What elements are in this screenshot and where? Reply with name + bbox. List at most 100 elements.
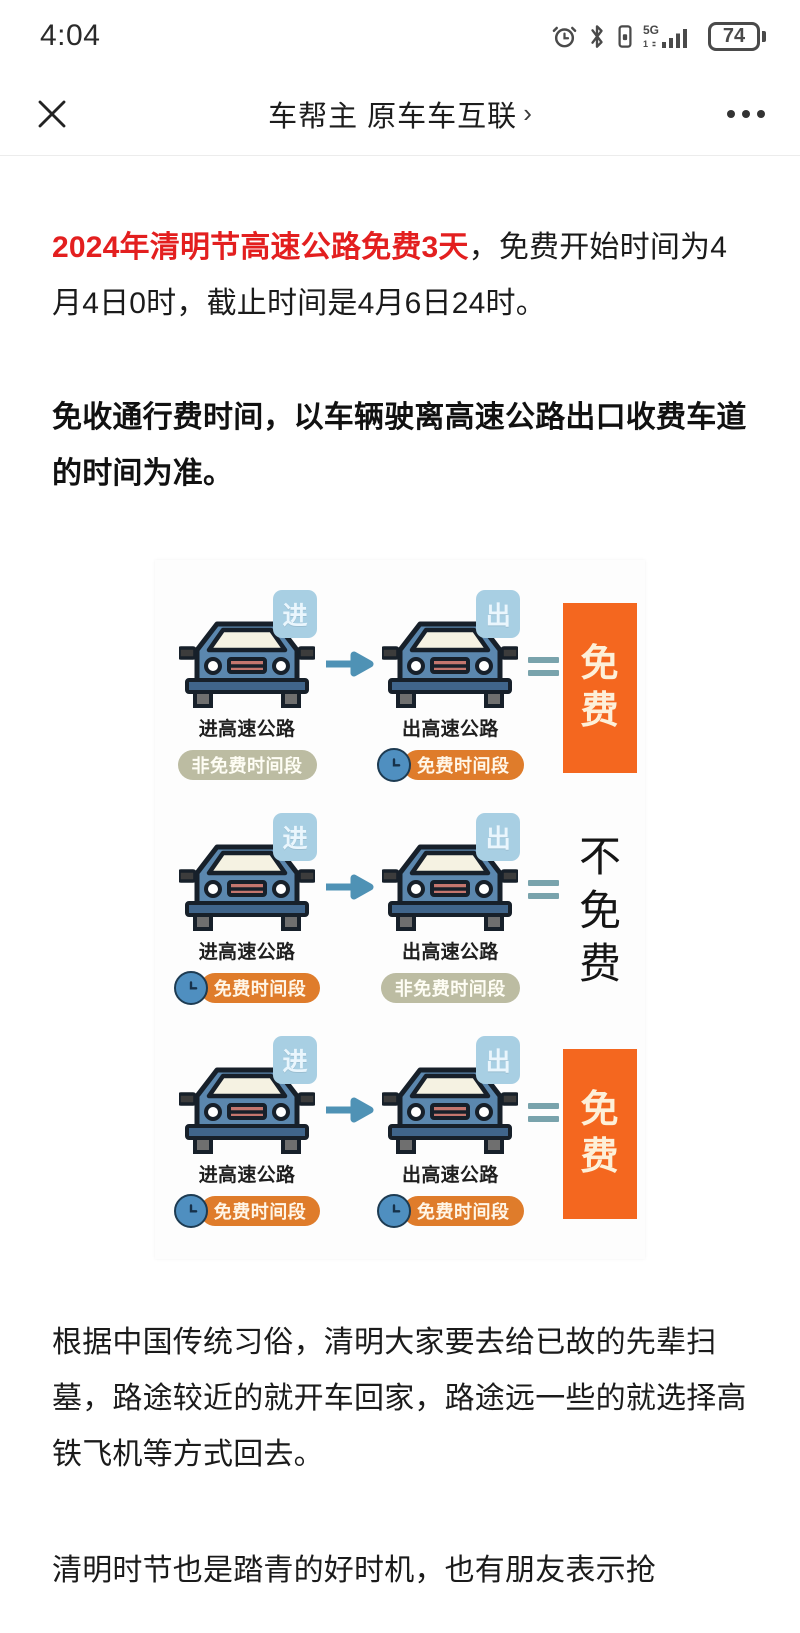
verdict-cell: 免 费 xyxy=(563,1048,637,1219)
enter-flag-icon: 进 xyxy=(273,590,317,638)
clock-icon xyxy=(377,748,412,782)
status-bar: 4:04 xyxy=(0,0,800,72)
signal-5g-icon: 5G 1 xyxy=(643,22,699,51)
exit-status-badge: 免费时间段 xyxy=(376,748,524,782)
exit-caption: 出高速公路 xyxy=(402,719,499,740)
more-dot-icon xyxy=(727,109,735,118)
battery-level: 74 xyxy=(722,25,746,47)
close-icon xyxy=(38,100,66,127)
svg-text:5G: 5G xyxy=(643,23,659,37)
infographic-exit-cell: 出 xyxy=(376,590,524,782)
page-title[interactable]: 车帮主 原车车互联 xyxy=(268,100,518,133)
paragraph-custom: 根据中国传统习俗，清明大家要去给已故的先辈扫墓，路途较近的就开车回家，路途远一些… xyxy=(52,1326,747,1471)
battery-icon: 74 xyxy=(708,21,766,51)
infographic-row: 进 xyxy=(155,576,645,799)
paragraph-outing: 清明时节也是踏青的好时机，也有朋友表示抢 xyxy=(52,1554,656,1587)
infographic-enter-cell: 进 xyxy=(173,813,321,1005)
clock-icon xyxy=(173,971,208,1005)
bluetooth-icon xyxy=(587,23,607,50)
verdict-char: 免 xyxy=(580,643,620,686)
flow-arrow xyxy=(321,874,376,948)
status-icons: 5G 1 74 xyxy=(551,21,766,51)
verdict-char: 免 xyxy=(580,1089,620,1132)
infographic-row: 进 xyxy=(155,799,645,1022)
exit-caption: 出高速公路 xyxy=(402,942,499,963)
vibrate-icon xyxy=(616,23,634,50)
badge-label: 免费时间段 xyxy=(403,750,524,780)
infographic-wrap: 进 xyxy=(52,560,748,1259)
car-icon xyxy=(179,844,315,931)
flow-arrow xyxy=(321,651,376,725)
enter-flag-icon: 进 xyxy=(273,813,317,861)
enter-caption: 进高速公路 xyxy=(198,1165,296,1186)
badge-label: 非免费时间段 xyxy=(380,973,520,1003)
flow-arrow xyxy=(321,1097,376,1171)
car-graphic: 进 xyxy=(173,813,321,935)
alarm-icon xyxy=(551,23,578,50)
badge-label: 免费时间段 xyxy=(199,1196,321,1226)
close-button[interactable] xyxy=(24,86,80,142)
verdict-notfree-text: 不 免 费 xyxy=(563,830,637,991)
paragraph-announcement-rest: ，免费开始时间为4月4日0时，截止时间是4月6日24时。 xyxy=(52,231,728,320)
paragraph-rule: 免收通行费时间，以车辆驶离高速公路出口收费车道的时间为准。 xyxy=(52,401,747,490)
car-graphic: 出 xyxy=(376,813,524,935)
exit-flag-icon: 出 xyxy=(476,590,521,638)
svg-text:1: 1 xyxy=(643,39,648,49)
more-options-button[interactable] xyxy=(718,92,774,136)
car-graphic: 出 xyxy=(376,1036,524,1158)
verdict-char: 免 xyxy=(578,885,621,935)
infographic-exit-cell: 出 xyxy=(376,1036,524,1228)
highlight-text: 2024年清明节高速公路免费3天 xyxy=(52,231,469,264)
enter-caption: 进高速公路 xyxy=(198,719,296,740)
car-graphic: 进 xyxy=(173,590,321,712)
infographic-enter-cell: 进 xyxy=(173,1036,321,1228)
status-clock: 4:04 xyxy=(40,19,101,52)
exit-status-badge: 非免费时间段 xyxy=(376,972,524,1004)
equals-sign xyxy=(524,657,563,718)
exit-caption: 出高速公路 xyxy=(402,1165,499,1186)
car-icon xyxy=(382,844,519,931)
exit-flag-icon: 出 xyxy=(476,813,521,861)
badge-label: 免费时间段 xyxy=(199,973,321,1003)
enter-status-badge: 免费时间段 xyxy=(173,971,321,1005)
infographic-row: 进 xyxy=(155,1022,645,1245)
clock-icon xyxy=(173,1194,208,1228)
infographic-image: 进 xyxy=(155,560,645,1259)
enter-status-badge: 免费时间段 xyxy=(173,1194,321,1228)
verdict-char: 不 xyxy=(578,831,621,881)
arrow-right-icon xyxy=(325,874,374,899)
verdict-free-box: 免 费 xyxy=(563,1048,637,1219)
chevron-right-icon[interactable]: › xyxy=(523,98,532,128)
exit-flag-icon: 出 xyxy=(476,1036,521,1084)
paragraph-announcement: 2024年清明节高速公路免费3天，免费开始时间为4月4日0时，截止时间是4月6日… xyxy=(52,220,748,332)
enter-status-badge: 非免费时间段 xyxy=(173,749,321,781)
enter-flag-icon: 进 xyxy=(273,1036,317,1084)
car-graphic: 出 xyxy=(376,590,524,712)
enter-caption: 进高速公路 xyxy=(198,942,296,963)
more-dot-icon xyxy=(742,109,750,118)
car-icon xyxy=(179,1067,315,1154)
verdict-cell: 免 费 xyxy=(563,602,637,773)
more-dot-icon xyxy=(757,109,765,118)
infographic-enter-cell: 进 xyxy=(173,590,321,781)
equals-sign xyxy=(524,880,563,941)
badge-label: 免费时间段 xyxy=(403,1196,524,1226)
verdict-free-box: 免 费 xyxy=(563,602,637,773)
verdict-char: 费 xyxy=(580,689,620,732)
car-icon xyxy=(382,621,519,708)
app-header: 车帮主 原车车互联 › xyxy=(0,72,800,156)
equals-sign xyxy=(524,1103,563,1164)
verdict-char: 费 xyxy=(580,1135,620,1178)
badge-label: 非免费时间段 xyxy=(177,750,317,780)
exit-status-badge: 免费时间段 xyxy=(376,1194,524,1228)
verdict-cell: 不 免 费 xyxy=(563,830,637,991)
clock-icon xyxy=(377,1194,412,1228)
header-title-wrap: 车帮主 原车车互联 › xyxy=(0,93,800,135)
article-body: 2024年清明节高速公路免费3天，免费开始时间为4月4日0时，截止时间是4月6日… xyxy=(0,220,800,1599)
arrow-right-icon xyxy=(325,651,374,676)
arrow-right-icon xyxy=(325,1097,374,1122)
verdict-char: 费 xyxy=(578,939,621,989)
car-icon xyxy=(382,1067,519,1154)
car-graphic: 进 xyxy=(173,1036,321,1158)
